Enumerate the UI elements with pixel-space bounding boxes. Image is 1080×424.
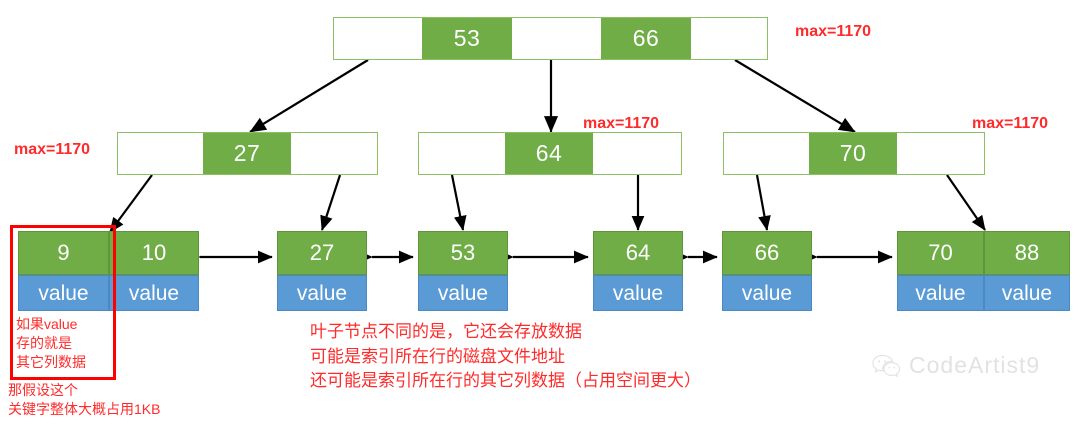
leaf-slot-70: 70 value [897,231,984,311]
leaf-key-64: 64 [593,231,683,275]
max-label-internal-left: max=1170 [14,141,91,158]
wechat-icon [872,354,902,378]
internal-right-pointer-1 [896,133,984,174]
annotation-redbox-line-2: 存的就是 [16,334,72,351]
leaf-key-10: 10 [109,231,199,275]
annotation-redbox-line-3: 其它列数据 [16,353,86,370]
internal-node-middle: 64 [418,132,682,175]
annotation-leaf-line-1: 叶子节点不同的是，它还会存放数据 [310,322,582,341]
leaf-key-88: 88 [984,231,1070,275]
leaf-node-2: 27 value [277,231,367,311]
leaf-key-66: 66 [722,231,812,275]
leaf-key-27: 27 [277,231,367,275]
leaf-node-3: 53 value [418,231,508,311]
internal-node-left: 27 [117,132,378,175]
leaf-value-27: value [277,275,367,311]
annotation-below-redbox-line-2: 关键字整体大概占用1KB [8,400,161,417]
leaf-value-10: value [109,275,199,311]
leaf-value-64: value [593,275,683,311]
annotation-leaf-explanation: 叶子节点不同的是，它还会存放数据 可能是索引所在行的磁盘文件地址 还可能是索引所… [310,320,701,394]
leaf-value-53: value [418,275,508,311]
highlight-box-first-slot [10,225,116,380]
internal-left-pointer-0 [118,133,204,174]
leaf-value-66: value [722,275,812,311]
internal-middle-key-64: 64 [505,133,593,174]
leaf-slot-27: 27 value [277,231,367,311]
leaf-value-9: value [18,275,109,311]
internal-node-right: 70 [723,132,985,175]
max-label-root: max=1170 [795,23,872,40]
leaf-slot-53: 53 value [418,231,508,311]
annotation-leaf-line-2: 可能是索引所在行的磁盘文件地址 [310,346,565,366]
leaf-node-6: 70 value 88 value [897,231,1070,311]
root-pointer-2 [691,18,766,59]
internal-middle-pointer-0 [419,133,506,174]
leaf-key-53: 53 [418,231,508,275]
internal-left-pointer-1 [290,133,377,174]
annotation-below-redbox-line-1: 那假设这个 [8,382,78,398]
max-label-internal-right: max=1170 [972,115,1049,132]
root-key-53: 53 [422,18,512,59]
internal-middle-pointer-1 [592,133,681,174]
leaf-value-70: value [897,275,984,311]
leaf-slot-64: 64 value [593,231,683,311]
leaf-value-88: value [984,275,1070,311]
leaf-slot-9: 9 value [18,231,109,311]
leaf-slot-88: 88 value [984,231,1070,311]
leaf-key-9: 9 [18,231,109,275]
root-node: 53 66 [333,17,768,60]
annotation-redbox: 如果value 存的就是 其它列数据 [16,315,86,372]
internal-left-key-27: 27 [203,133,291,174]
root-pointer-1 [512,18,601,59]
annotation-leaf-line-3: 还可能是索引所在行的其它列数据（占用空间更大） [310,371,701,391]
internal-right-pointer-0 [724,133,810,174]
annotation-below-redbox: 那假设这个 关键字整体大概占用1KB [8,381,160,419]
watermark: CodeArtist9 [872,352,1040,379]
leaf-node-4: 64 value [593,231,683,311]
root-key-66: 66 [601,18,691,59]
watermark-text: CodeArtist9 [909,352,1041,378]
root-pointer-0 [334,18,422,59]
leaf-node-5: 66 value [722,231,812,311]
leaf-slot-10: 10 value [109,231,199,311]
internal-right-key-70: 70 [809,133,897,174]
leaf-slot-66: 66 value [722,231,812,311]
max-label-internal-middle: max=1170 [583,115,660,132]
annotation-redbox-line-1: 如果value [16,316,78,332]
leaf-key-70: 70 [897,231,984,275]
leaf-node-1: 9 value 10 value [18,231,199,311]
